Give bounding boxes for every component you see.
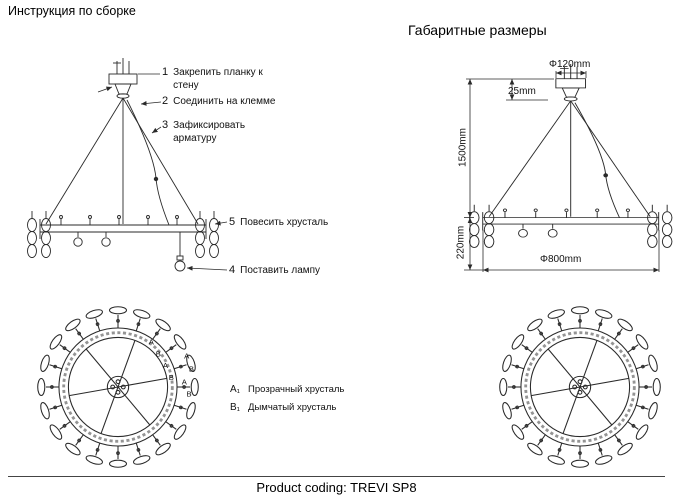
step-label: Поставить лампу [240, 265, 321, 276]
svg-text:A: A [182, 378, 188, 387]
step-label: Зафиксировать арматуру [173, 120, 246, 144]
product-coding: Product coding: TREVI SP8 [256, 480, 417, 495]
dim-body-height: 220mm [455, 225, 467, 260]
svg-text:A: A [184, 352, 190, 361]
svg-text:A: A [163, 361, 169, 370]
assembly-step-3: 3 Зафиксировать арматуру [162, 119, 262, 145]
dimension-side-view-drawing [464, 63, 673, 273]
step-label: Соединить на клемме [173, 96, 276, 107]
assembly-step-4: 4 Поставить лампу [229, 264, 359, 277]
svg-text:B: B [156, 349, 161, 358]
page-title-assembly: Инструкция по сборке [8, 4, 136, 18]
assembly-step-5: 5 Повесить хрусталь [229, 216, 359, 229]
step-number: 1 [162, 66, 169, 78]
assembly-side-view-drawing [27, 57, 228, 272]
step-label: Закрепить планку к стену [173, 67, 263, 91]
step-number: 5 [229, 216, 236, 228]
legend-label-a: Прозрачный хрусталь [248, 384, 345, 395]
svg-text:B: B [186, 389, 191, 398]
step-number: 4 [229, 264, 236, 276]
dim-ring-diameter: Φ800mm [540, 254, 582, 265]
assembly-step-1: 1 Закрепить планку к стену [162, 66, 274, 92]
legend-row-b: B₁ Дымчатый хрусталь [230, 402, 336, 413]
callout-leader-lines [97, 73, 228, 271]
top-view-drawing-right [495, 302, 665, 472]
dim-top-diameter: Φ120mm [549, 59, 591, 70]
footer: Product coding: TREVI SP8 [8, 476, 665, 495]
svg-text:A: A [149, 338, 155, 347]
crystal-type-letters: A B A B A B A B [149, 338, 194, 399]
lamp-drawing [174, 232, 186, 272]
step-number: 3 [162, 119, 169, 131]
legend-key-b: B₁ [230, 402, 241, 413]
legend-key-a: A₁ [230, 384, 241, 395]
page-title-dimensions: Габаритные размеры [408, 22, 547, 38]
dimension-lines [464, 70, 660, 273]
dim-suspension-height: 1500mm [457, 128, 469, 167]
dim-canopy-height: 25mm [508, 86, 536, 97]
assembly-step-2: 2 Соединить на клемме [162, 95, 294, 108]
step-number: 2 [162, 95, 169, 107]
top-view-drawing-left: A B A B A B A B [33, 302, 203, 472]
step-label: Повесить хрусталь [240, 217, 329, 228]
legend-label-b: Дымчатый хрусталь [248, 402, 337, 413]
svg-text:B: B [169, 373, 174, 382]
legend-row-a: A₁ Прозрачный хрусталь [230, 384, 344, 395]
svg-text:B: B [189, 365, 194, 374]
